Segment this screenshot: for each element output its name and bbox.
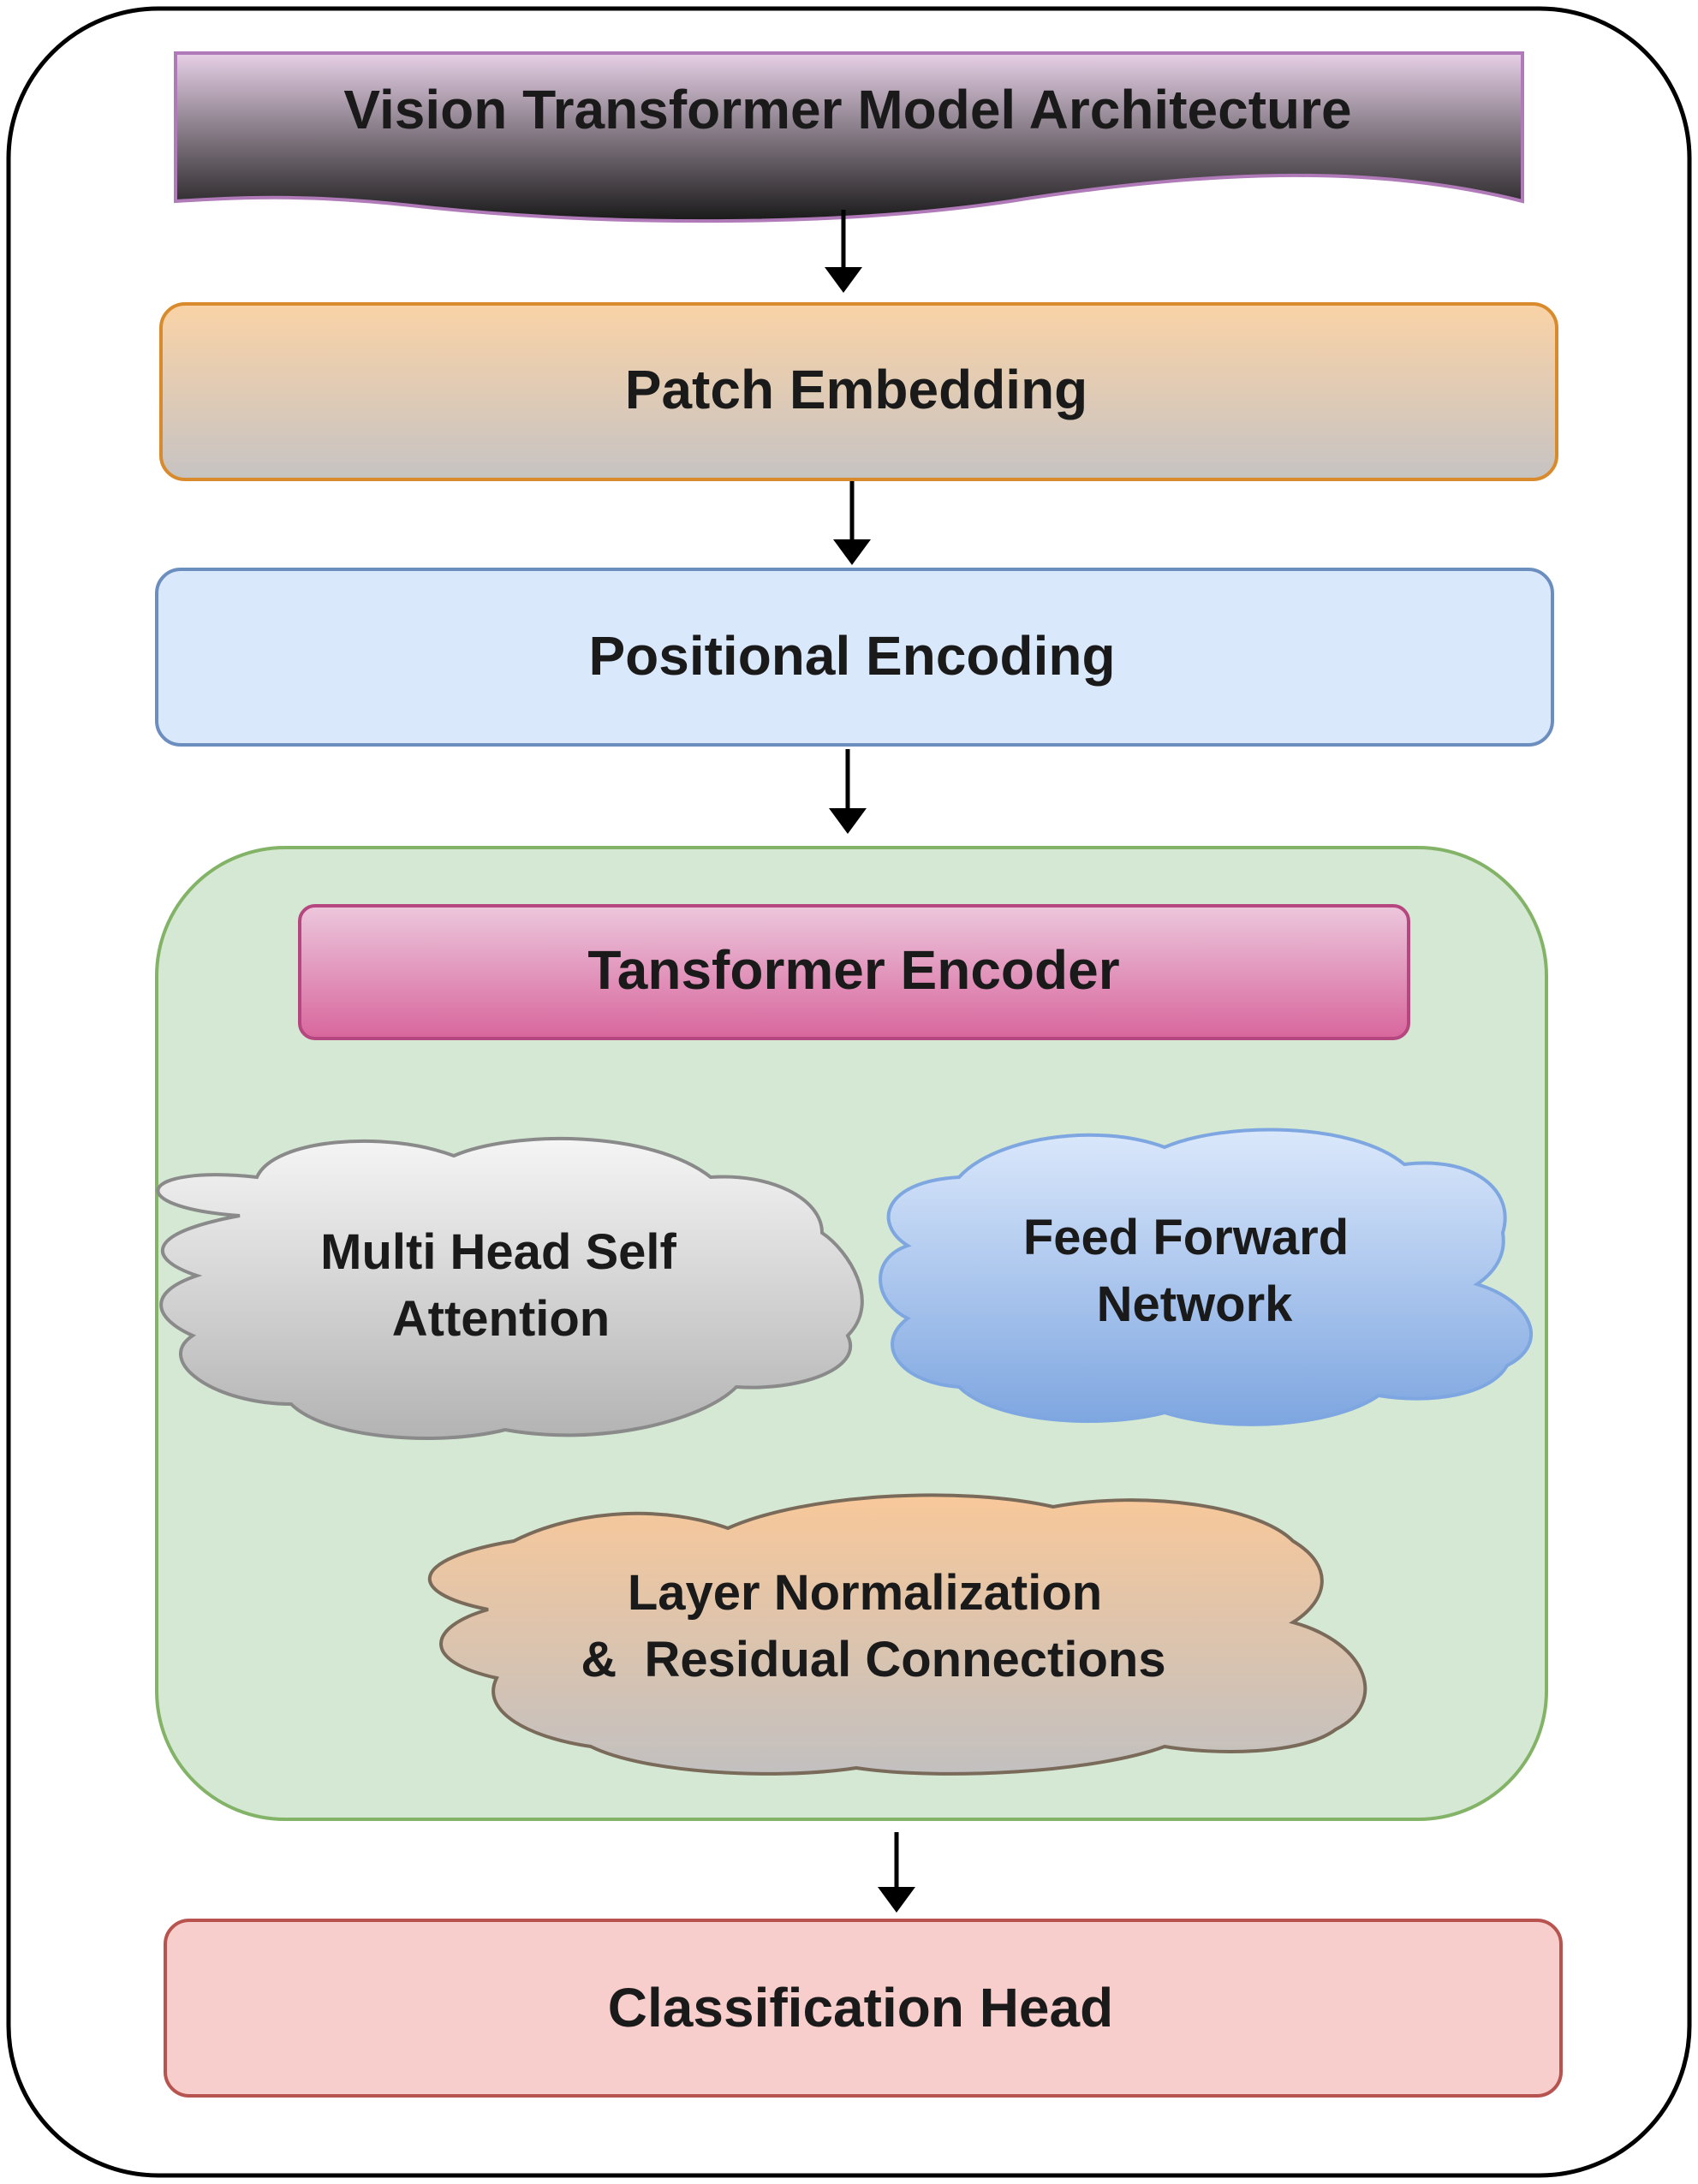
positional-encoding-box <box>155 568 1554 747</box>
arrow-head-4 <box>878 1887 915 1913</box>
mhsa-cloud <box>156 1136 864 1440</box>
arrow-head-3 <box>829 808 867 834</box>
positional-encoding-label: Positional Encoding <box>588 625 1115 687</box>
classification-head-label: Classification Head <box>608 1977 1113 2038</box>
layer-norm-label-line1: Layer Normalization <box>628 1565 1102 1621</box>
classification-head-box <box>164 1919 1563 2098</box>
mhsa-label-line2: Attention <box>392 1291 611 1347</box>
encoder-title-label: Tansformer Encoder <box>587 939 1119 1001</box>
arrow-head-1 <box>825 267 862 293</box>
diagram-title: Vision Transformer Model Architecture <box>343 79 1351 140</box>
layer-norm-label-line2: & Residual Connections <box>581 1632 1165 1687</box>
ffn-label-line1: Feed Forward <box>1023 1210 1349 1265</box>
patch-embedding-box <box>159 302 1558 481</box>
layer-norm-cloud <box>427 1493 1367 1776</box>
title-banner <box>174 51 1524 223</box>
mhsa-label-line1: Multi Head Self <box>320 1224 676 1280</box>
ffn-label-line2: Network <box>1097 1276 1294 1332</box>
encoder-title-box <box>298 904 1410 1040</box>
arrow-head-2 <box>833 539 871 565</box>
ffn-cloud <box>879 1128 1533 1426</box>
patch-embedding-label: Patch Embedding <box>625 359 1088 420</box>
